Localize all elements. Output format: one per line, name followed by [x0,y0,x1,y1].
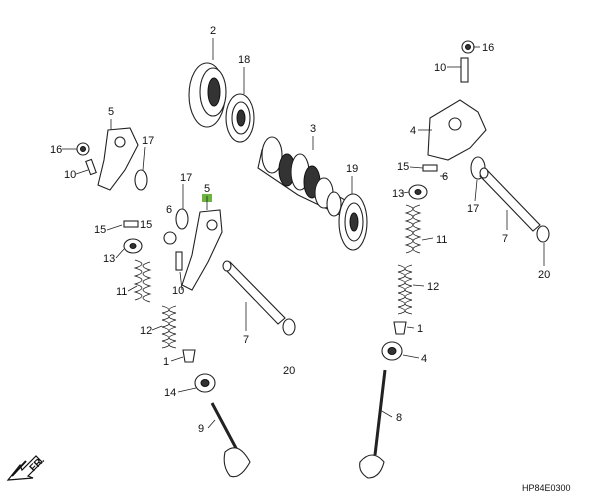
leader-lines [62,38,545,429]
spring-part-12-left[interactable] [161,305,177,349]
callout-4: 4 [421,353,427,365]
bearing-part-18[interactable] [225,93,255,143]
valve-part-9[interactable] [210,402,251,478]
callout-6: 6 [166,204,172,216]
cotter-part-1-right[interactable] [393,321,407,335]
spring-part-11-right[interactable] [404,204,422,254]
adjust-screw-part-15-right[interactable] [422,164,438,172]
callout-15: 15 [397,161,409,173]
spring-part-11-left[interactable] [133,259,152,303]
adjust-screw-part-10-right[interactable] [460,57,469,83]
callout-12: 12 [427,281,439,293]
front-direction-arrow: FR. [6,455,47,481]
callout-1: 1 [417,323,423,335]
callout-6: 16 [482,42,494,54]
adjust-screw-part-10-mid[interactable] [175,251,183,271]
oring-part-20-left[interactable] [282,318,296,336]
callout-7: 7 [502,233,508,245]
washer-part-17-mid[interactable] [175,208,189,230]
callout-19: 19 [346,163,358,175]
callout-8: 8 [396,412,402,424]
callout-5: 5 [108,106,114,118]
adjust-screw-part-10-left[interactable] [85,158,97,176]
callout-16: 16 [50,144,62,156]
bearing-part-19[interactable] [338,193,368,251]
callout-18: 18 [238,54,250,66]
seal-part-14[interactable] [194,373,216,393]
callout-14: 14 [164,387,176,399]
nut-part-16-left[interactable] [76,142,90,156]
nut-part-16-right[interactable] [461,40,475,54]
callout-5: 5 [204,183,210,195]
rocker-shaft-part-7-right[interactable] [479,167,541,232]
callout-7: 7 [243,334,249,346]
oring-part-20-right[interactable] [536,225,550,243]
diagram-code: HP84E0300 [522,483,571,493]
valve-part-8[interactable] [359,369,387,479]
callout-10: 10 [64,169,76,181]
adjust-screw-part-15-mid[interactable] [123,220,139,228]
cotter-part-1-left[interactable] [182,349,196,363]
callout-11: 11 [116,286,127,298]
callout-4: 4 [410,125,416,137]
retainer-part-13-left[interactable] [123,238,143,254]
spring-part-12-right[interactable] [397,264,413,315]
seal-part-2[interactable] [188,62,227,128]
callout-labels: 2 18 3 19 5 16 10 17 17 6 5 15 15 13 11 … [50,25,550,435]
callout-15: 15 [140,219,152,231]
callout-2: 2 [210,25,216,37]
callout-17: 17 [180,172,192,184]
callout-9: 9 [198,423,204,435]
callout-1: 1 [163,356,169,368]
rocker-arm-part-5-mid[interactable] [181,194,223,291]
seal-part-4-right[interactable] [381,341,403,361]
callout-12: 12 [140,325,152,337]
nut-part-6-mid[interactable] [163,231,177,245]
rocker-arm-part-4-right[interactable] [427,99,487,161]
rocker-shaft-part-7-left[interactable] [222,260,286,325]
callout-3: 3 [310,123,316,135]
rocker-arm-part-5-left[interactable] [97,127,139,191]
callout-20: 20 [283,365,295,377]
callout-13: 13 [103,253,115,265]
callout-13: 13 [392,188,404,200]
callout-15: 15 [94,224,106,236]
callout-17: 17 [142,135,154,147]
callout-11: 11 [436,234,447,246]
washer-part-17-left[interactable] [134,169,148,191]
camshaft-part-3[interactable] [257,136,346,217]
callout-20: 20 [538,269,550,281]
callout-6: 6 [442,171,448,183]
retainer-part-13-right[interactable] [408,184,428,200]
callout-10: 10 [172,285,184,297]
callout-17: 17 [467,203,479,215]
callout-10: 10 [434,62,446,74]
